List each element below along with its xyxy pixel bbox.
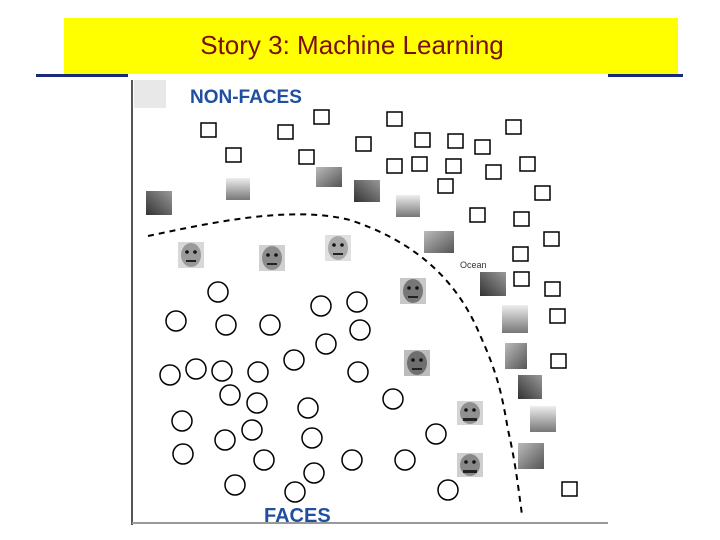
face-circle: [159, 364, 181, 386]
face-circle: [301, 427, 323, 449]
face-circle: [247, 361, 269, 383]
non-face-square: [549, 308, 566, 324]
faces-label: FACES: [264, 505, 331, 525]
face-circle: [246, 392, 268, 414]
slide-title: Story 3: Machine Learning: [200, 30, 504, 60]
diagram-canvas: NON-FACES FACES: [131, 80, 608, 525]
non-face-thumbnail: [530, 406, 556, 432]
face-circle: [207, 281, 229, 303]
face-circle: [284, 481, 306, 503]
non-face-square: [561, 481, 578, 497]
face-thumbnail: [404, 350, 430, 376]
non-face-square: [513, 211, 530, 227]
face-circle: [172, 443, 194, 465]
non-face-square: [386, 111, 403, 127]
face-circle: [185, 358, 207, 380]
non-face-thumbnail: [424, 231, 454, 253]
face-circle: [214, 429, 236, 451]
non-face-thumbnail: [518, 443, 544, 469]
non-face-square: [474, 139, 491, 155]
face-circle: [165, 310, 187, 332]
non-face-square: [445, 158, 462, 174]
title-bar: [64, 18, 678, 74]
non-face-thumbnail: [226, 178, 250, 200]
non-face-square: [513, 271, 530, 287]
non-face-square: [550, 353, 567, 369]
non-face-square: [447, 133, 464, 149]
non-face-square: [313, 109, 330, 125]
face-thumbnail: [457, 453, 483, 477]
face-circle: [349, 319, 371, 341]
non-face-square: [355, 136, 372, 152]
non-face-square: [386, 158, 403, 174]
title-underline-right: [608, 74, 683, 77]
face-circle: [346, 291, 368, 313]
panel-corner-shade: [134, 80, 166, 108]
non-face-square: [544, 281, 561, 297]
non-face-thumbnail: [354, 180, 380, 202]
face-circle: [215, 314, 237, 336]
non-face-thumbnail: [502, 305, 528, 333]
non-face-square: [505, 119, 522, 135]
face-circle: [171, 410, 193, 432]
face-circle: [211, 360, 233, 382]
non-face-square: [519, 156, 536, 172]
face-circle: [310, 295, 332, 317]
face-circle: [259, 314, 281, 336]
face-circle: [224, 474, 246, 496]
face-circle: [253, 449, 275, 471]
non-face-thumbnail: [396, 195, 420, 217]
non-face-thumbnail: [505, 343, 527, 369]
title-underline-left: [36, 74, 128, 77]
non-face-thumbnail: [316, 167, 342, 187]
face-circle: [241, 419, 263, 441]
non-face-square: [485, 164, 502, 180]
non-face-square: [298, 149, 315, 165]
non-face-thumbnail: [518, 375, 542, 399]
face-thumbnail: [178, 242, 204, 268]
decision-boundary: [147, 213, 523, 516]
classification-diagram: NON-FACES FACES: [130, 75, 608, 525]
face-circle: [394, 449, 416, 471]
non-face-thumbnail: [146, 191, 172, 215]
non-face-thumbnails: Ocean: [146, 167, 556, 469]
non-face-square: [437, 178, 454, 194]
non-face-square: [277, 124, 294, 140]
non-face-square: [225, 147, 242, 163]
face-thumbnail: [457, 401, 483, 425]
ocean-thumbnail-text: Ocean: [460, 260, 487, 270]
non-face-thumbnail: [480, 272, 506, 296]
non-face-square: [200, 122, 217, 138]
face-circle: [341, 449, 363, 471]
face-thumbnail: [259, 245, 285, 271]
non-face-square: [543, 231, 560, 247]
face-thumbnail: [325, 235, 351, 261]
face-thumbnails: [178, 235, 483, 477]
face-circle: [382, 388, 404, 410]
non-faces-label: NON-FACES: [190, 87, 302, 108]
face-thumbnail: [400, 278, 426, 304]
face-circle: [425, 423, 447, 445]
face-circle: [347, 361, 369, 383]
non-face-square: [534, 185, 551, 201]
face-markers: [159, 281, 459, 503]
face-circle: [315, 333, 337, 355]
face-circle: [437, 479, 459, 501]
non-face-square: [512, 246, 529, 262]
non-face-square: [414, 132, 431, 148]
non-face-markers: [200, 109, 578, 497]
non-face-square: [469, 207, 486, 223]
face-circle: [303, 462, 325, 484]
face-circle: [283, 349, 305, 371]
face-circle: [219, 384, 241, 406]
non-face-square: [411, 156, 428, 172]
face-circle: [297, 397, 319, 419]
